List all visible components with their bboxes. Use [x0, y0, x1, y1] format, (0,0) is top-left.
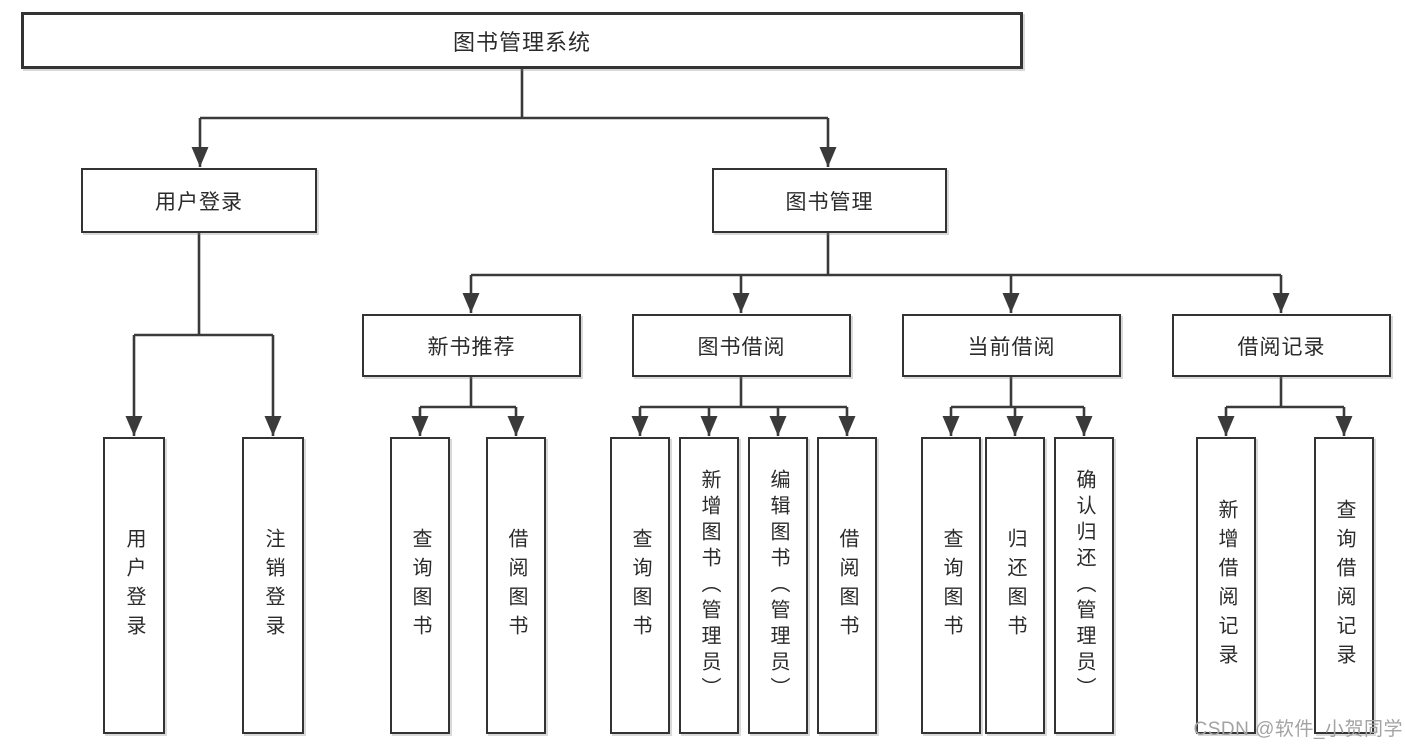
node-user-login: 用户登录 [81, 168, 317, 233]
node-label: 用户登录 [123, 527, 145, 644]
node-label: 图书管理系统 [452, 29, 591, 55]
node-label: 新增图书（管理员） [698, 468, 720, 703]
node-label: 用户登录 [155, 190, 243, 214]
node-query-borrow-record: 查询借阅记录 [1314, 437, 1374, 734]
node-current-borrowing: 当前借阅 [902, 314, 1121, 377]
node-label: 注销登录 [262, 527, 284, 644]
node-add-books-admin: 新增图书（管理员） [679, 437, 739, 734]
node-label: 查询图书 [940, 527, 962, 644]
node-label: 借阅记录 [1237, 335, 1326, 359]
node-label: 借阅图书 [505, 527, 527, 644]
node-book-management: 图书管理 [712, 168, 947, 233]
node-label: 新增借阅记录 [1215, 498, 1237, 673]
node-label: 当前借阅 [967, 335, 1056, 359]
node-borrowing-records: 借阅记录 [1172, 314, 1391, 377]
node-query-books-borrow: 查询图书 [610, 437, 670, 734]
node-book-borrowing: 图书借阅 [632, 314, 851, 377]
node-label: 归还图书 [1004, 527, 1026, 644]
node-label: 借阅图书 [836, 527, 858, 644]
node-query-books-recommend: 查询图书 [390, 437, 450, 734]
watermark-text: CSDN @软件_小贺同学 [1193, 719, 1403, 740]
node-label: 新书推荐 [427, 335, 516, 359]
node-edit-books-admin: 编辑图书（管理员） [748, 437, 808, 734]
node-label: 查询借阅记录 [1333, 498, 1355, 673]
node-new-book-recommendation: 新书推荐 [362, 314, 581, 377]
node-label: 编辑图书（管理员） [767, 468, 789, 703]
node-label: 图书借阅 [697, 335, 786, 359]
node-library-system: 图书管理系统 [21, 12, 1023, 69]
node-label: 查询图书 [629, 527, 651, 644]
node-label: 确认归还（管理员） [1073, 468, 1095, 703]
node-logout-leaf: 注销登录 [242, 437, 304, 734]
node-return-books: 归还图书 [985, 437, 1045, 734]
node-query-books-current: 查询图书 [921, 437, 981, 734]
node-borrow-books-leaf: 借阅图书 [817, 437, 877, 734]
node-add-borrow-record: 新增借阅记录 [1196, 437, 1256, 734]
node-confirm-return-admin: 确认归还（管理员） [1054, 437, 1114, 734]
node-label: 图书管理 [785, 190, 874, 214]
node-label: 查询图书 [409, 527, 431, 644]
node-borrow-books-recommend: 借阅图书 [486, 437, 546, 734]
node-user-login-leaf: 用户登录 [103, 437, 165, 734]
